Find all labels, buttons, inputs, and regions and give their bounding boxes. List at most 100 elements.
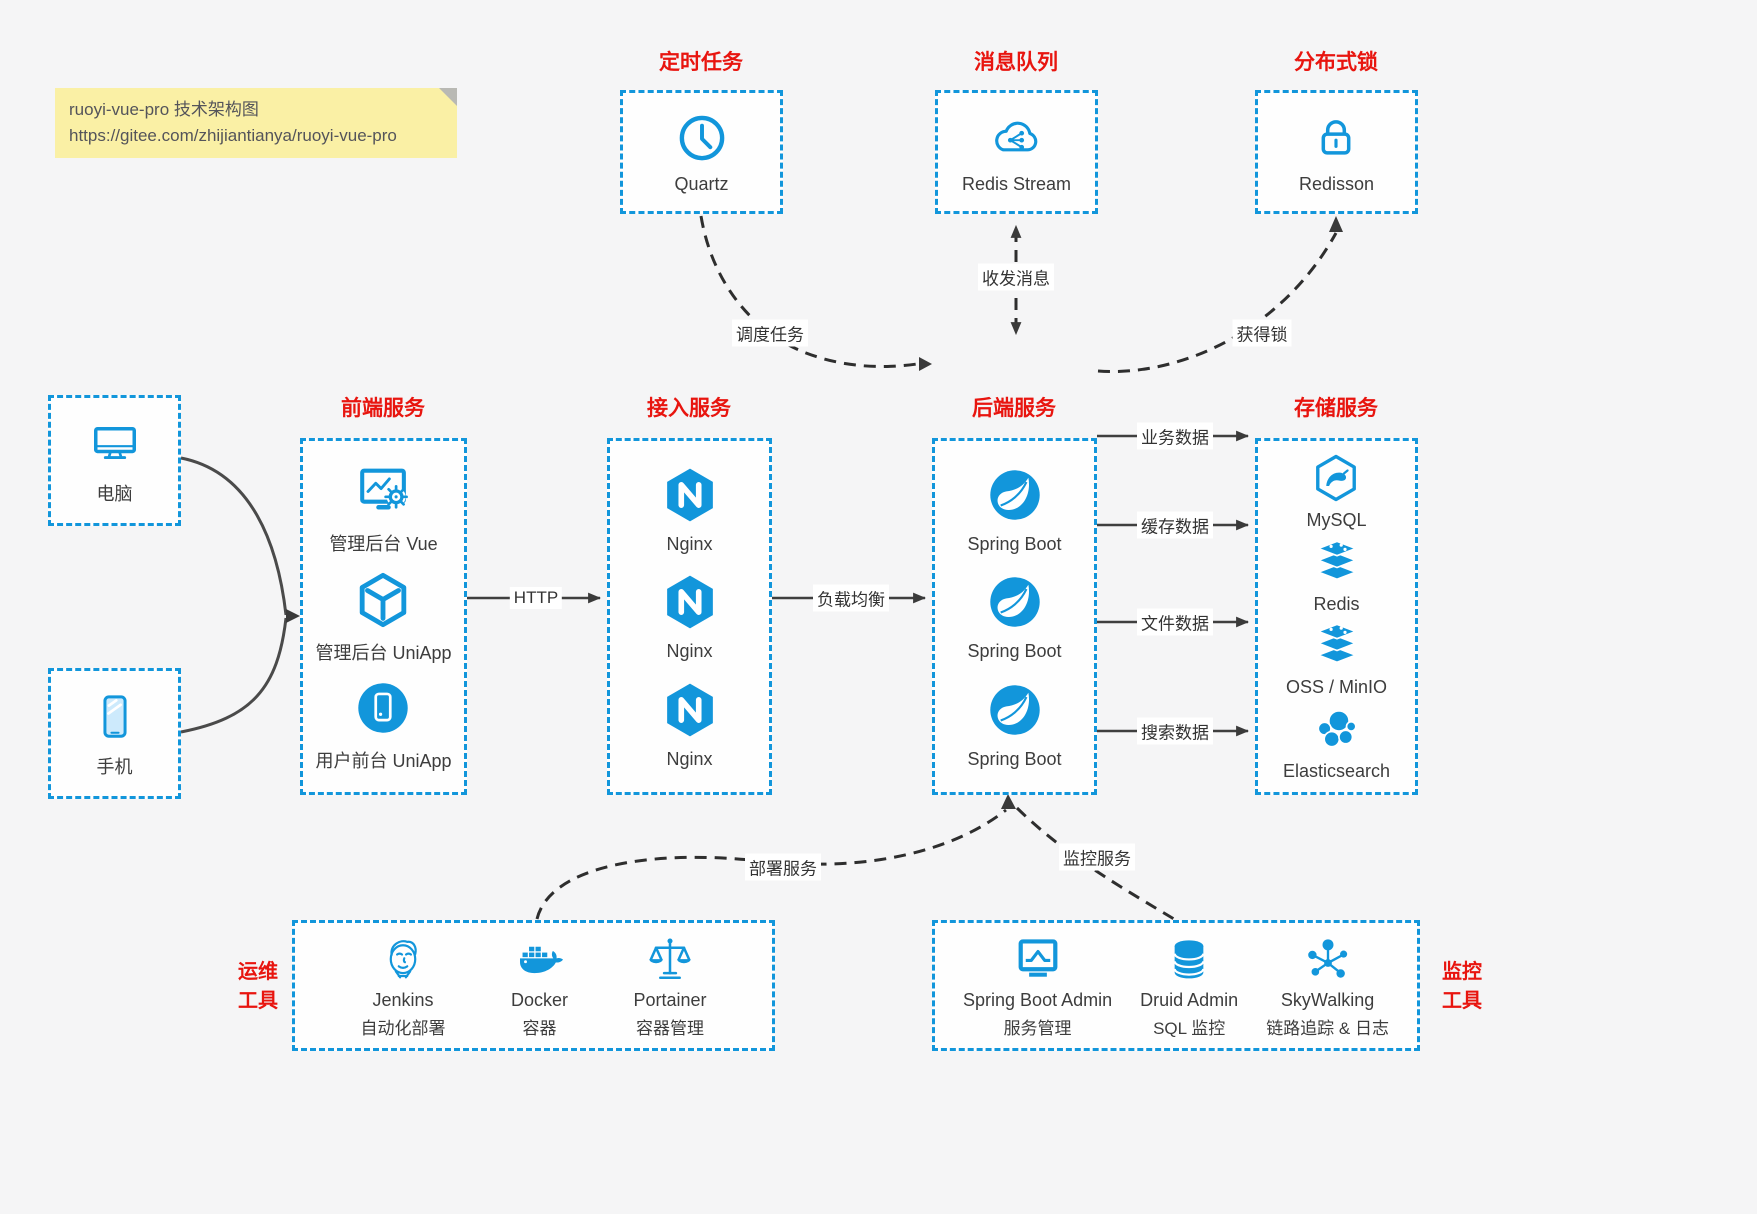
- node-name: SkyWalking: [1280, 989, 1375, 1010]
- nginx-icon: [659, 679, 721, 741]
- admin-vue-icon: [353, 460, 415, 522]
- edge-label-monitor: 监控服务: [1059, 843, 1135, 871]
- group-box-redisson: Redisson: [1255, 90, 1418, 214]
- clock-icon: [674, 110, 730, 166]
- column-box-frontend: 管理后台 Vue 管理后台 UniApp 用户前台 UniApp: [300, 438, 467, 795]
- node-mobile: 手机: [87, 689, 143, 779]
- uniapp-cube-icon: [352, 569, 414, 631]
- group-box-ops-tools: Jenkins 自动化部署 Docker 容器 Portainer 容器管理: [292, 920, 775, 1051]
- node-label: Nginx: [666, 641, 713, 661]
- group-title-scheduled-tasks: 定时任务: [659, 51, 743, 74]
- spring-boot-icon: [984, 679, 1046, 741]
- node-redisson: Redisson: [1299, 110, 1374, 195]
- oss-minio-icon: [1310, 618, 1364, 672]
- node-label: 管理后台 Vue: [329, 533, 438, 554]
- node-oss-minio: OSS / MinIO: [1286, 618, 1387, 698]
- mobile-icon: [87, 689, 143, 745]
- node-user-uniapp: 用户前台 UniApp: [315, 677, 452, 773]
- client-box-mobile: 手机: [48, 668, 181, 799]
- group-box-quartz: Quartz: [620, 90, 783, 214]
- node-spring-boot-admin: Spring Boot Admin 服务管理: [963, 933, 1112, 1039]
- node-nginx-3: Nginx: [659, 679, 721, 770]
- group-title-message-queue: 消息队列: [974, 51, 1058, 74]
- node-redis: Redis: [1310, 535, 1364, 615]
- node-sub: SQL 监控: [1153, 1018, 1226, 1038]
- note-fold-corner: [439, 88, 457, 106]
- node-spring-boot-2: Spring Boot: [967, 571, 1062, 662]
- lock-icon: [1308, 110, 1364, 166]
- node-name: Portainer: [633, 989, 707, 1010]
- node-sub: 容器: [522, 1018, 557, 1038]
- edge-label-search-data: 搜索数据: [1137, 717, 1213, 745]
- column-box-access: Nginx Nginx Nginx: [607, 438, 772, 795]
- node-label: 用户前台 UniApp: [315, 751, 452, 772]
- node-name: Spring Boot Admin: [963, 989, 1113, 1010]
- desktop-icon: [87, 416, 143, 472]
- edge-lock: [1097, 216, 1343, 374]
- node-spring-boot-1: Spring Boot: [967, 464, 1062, 555]
- node-spring-boot-3: Spring Boot: [967, 679, 1062, 770]
- docker-icon: [512, 933, 566, 987]
- side-label-monitor-tools: 监控 工具: [1442, 961, 1482, 1012]
- column-title-frontend: 前端服务: [341, 397, 425, 420]
- node-docker: Docker 容器: [511, 933, 568, 1039]
- jenkins-icon: [376, 933, 430, 987]
- spring-boot-icon: [984, 464, 1046, 526]
- edge-label-lock: 获得锁: [1232, 319, 1292, 347]
- sticky-note: ruoyi-vue-pro 技术架构图 https://gitee.com/zh…: [55, 88, 457, 158]
- spring-boot-icon: [984, 571, 1046, 633]
- node-label: Redis Stream: [961, 173, 1072, 194]
- redis-icon: [1310, 535, 1364, 589]
- node-jenkins: Jenkins 自动化部署: [360, 933, 445, 1039]
- node-nginx-1: Nginx: [659, 464, 721, 555]
- node-name: Docker: [510, 989, 568, 1010]
- node-label: Elasticsearch: [1282, 761, 1391, 782]
- node-redis-stream: Redis Stream: [962, 110, 1071, 195]
- edge-label-http: HTTP: [509, 587, 563, 609]
- node-druid-admin: Druid Admin SQL 监控: [1140, 933, 1238, 1039]
- edge-label-load-balance: 负载均衡: [813, 584, 889, 612]
- column-box-backend: Spring Boot Spring Boot Spring Boot: [932, 438, 1097, 795]
- edge-label-deploy: 部署服务: [745, 853, 821, 881]
- node-mysql: MySQL: [1306, 451, 1367, 531]
- edge-label-schedule: 调度任务: [732, 319, 808, 347]
- user-app-icon: [352, 677, 414, 739]
- node-sub: 链路追踪 & 日志: [1266, 1018, 1389, 1038]
- node-quartz: Quartz: [674, 110, 730, 195]
- edge-label-cache-data: 缓存数据: [1137, 511, 1213, 539]
- node-elasticsearch: Elasticsearch: [1283, 702, 1390, 782]
- edge-schedule: [699, 215, 932, 371]
- note-title: ruoyi-vue-pro 技术架构图: [69, 100, 259, 119]
- node-label: Spring Boot: [967, 641, 1062, 661]
- node-label: Spring Boot: [967, 533, 1062, 554]
- node-label: MySQL: [1306, 509, 1367, 530]
- node-name: Druid Admin: [1140, 989, 1239, 1010]
- node-admin-uniapp: 管理后台 UniApp: [315, 569, 452, 665]
- node-name: Jenkins: [372, 989, 434, 1010]
- column-title-storage: 存储服务: [1294, 397, 1378, 420]
- side-label-ops-tools: 运维 工具: [238, 961, 278, 1012]
- spring-boot-admin-icon: [1011, 933, 1065, 987]
- node-admin-vue: 管理后台 Vue: [329, 460, 438, 556]
- nginx-icon: [659, 571, 721, 633]
- group-box-monitor-tools: Spring Boot Admin 服务管理 Druid Admin SQL 监…: [932, 920, 1420, 1051]
- edge-label-message: 收发消息: [978, 263, 1054, 291]
- skywalking-icon: [1301, 933, 1355, 987]
- node-label: Spring Boot: [967, 748, 1062, 769]
- node-skywalking: SkyWalking 链路追踪 & 日志: [1266, 933, 1389, 1039]
- node-label: 管理后台 UniApp: [315, 642, 452, 663]
- node-label: Nginx: [666, 533, 713, 554]
- node-label: 手机: [96, 756, 133, 777]
- column-box-storage: MySQL Redis OSS / MinIO Elasticsearch: [1255, 438, 1418, 795]
- cloud-network-icon: [988, 110, 1044, 166]
- node-label: Redisson: [1298, 173, 1375, 194]
- node-sub: 自动化部署: [360, 1018, 446, 1038]
- node-sub: 容器管理: [635, 1018, 704, 1038]
- column-title-access: 接入服务: [647, 397, 731, 420]
- group-box-redis-stream: Redis Stream: [935, 90, 1098, 214]
- druid-icon: [1162, 933, 1216, 987]
- note-url: https://gitee.com/zhijiantianya/ruoyi-vu…: [69, 126, 397, 146]
- edge-label-file-data: 文件数据: [1137, 608, 1213, 636]
- node-portainer: Portainer 容器管理: [633, 933, 707, 1039]
